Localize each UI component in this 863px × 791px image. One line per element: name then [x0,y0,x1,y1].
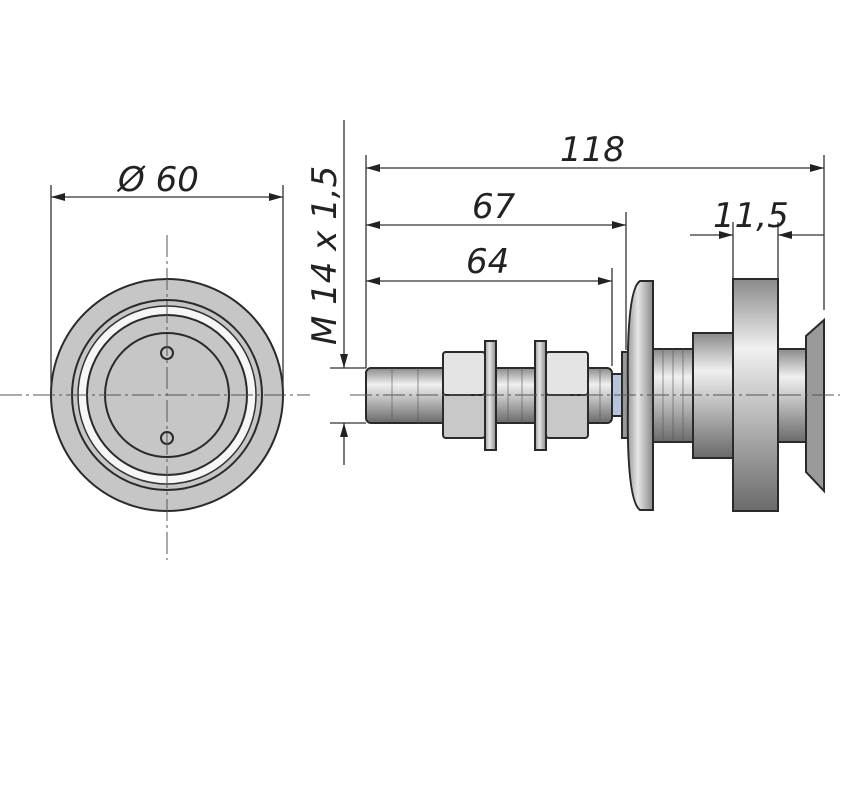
side-view: 118 67 64 11,5 M 14 x 1,5 [305,120,840,512]
thread-label: M 14 x 1,5 [305,166,345,345]
length-64-label: 64 [466,242,509,282]
length-11-5-label: 11,5 [713,196,789,236]
diameter-label: Ø 60 [116,160,199,200]
front-view: Ø 60 [0,160,310,560]
cone [805,317,825,494]
length-118-label: 118 [560,130,625,170]
length-67-label: 67 [472,187,516,227]
